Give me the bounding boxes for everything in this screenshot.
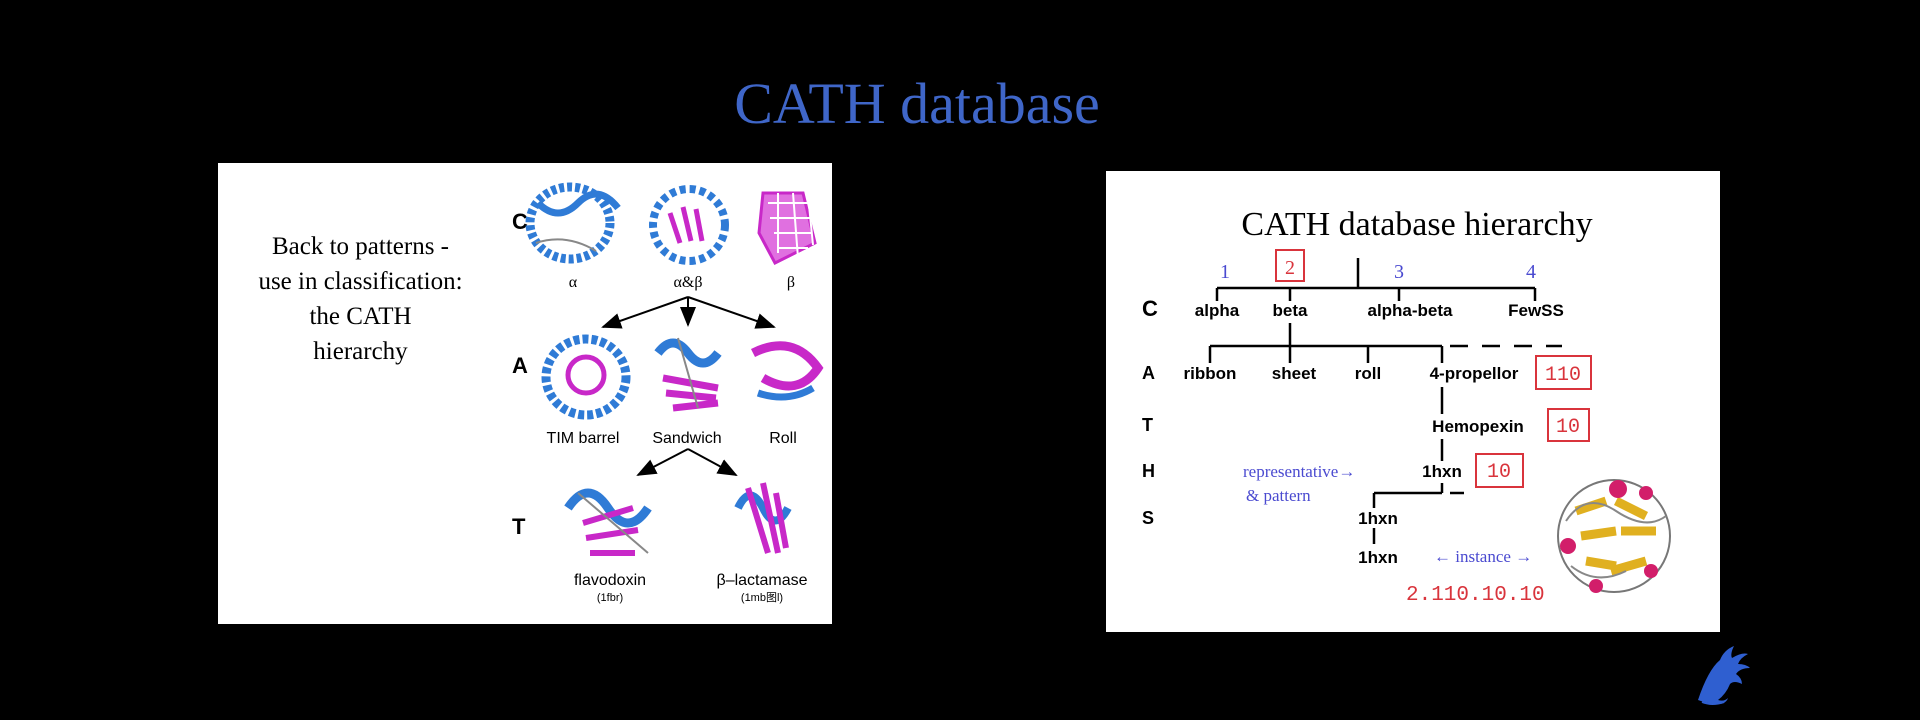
intro-text: Back to patterns - use in classification… <box>238 229 483 369</box>
class-label: α <box>569 274 578 291</box>
griffin-icon <box>1698 646 1750 705</box>
architecture-label: 4-propellor <box>1430 364 1519 383</box>
representative-note: representative→ <box>1243 462 1355 481</box>
topology-label: β–lactamase <box>716 572 807 589</box>
level-t-label: T <box>512 514 526 539</box>
architecture-code: 110 <box>1545 364 1581 387</box>
topology-code: 10 <box>1556 416 1580 439</box>
beta-lactamase-icon <box>734 482 792 554</box>
roll-icon <box>750 341 824 401</box>
class-label: β <box>787 274 795 291</box>
topology-code: (1fbr) <box>597 592 623 604</box>
architecture-label: TIM barrel <box>547 430 620 447</box>
class-label: FewSS <box>1508 301 1564 320</box>
protein-structure-icon <box>1557 479 1671 593</box>
representative-note: & pattern <box>1246 486 1311 505</box>
homology-label: 1hxn <box>1422 462 1462 481</box>
slide-title: CATH database <box>734 71 1100 136</box>
class-number: 3 <box>1394 261 1404 283</box>
architecture-bracket <box>1208 323 1562 363</box>
architecture-label: Sandwich <box>652 430 721 447</box>
intro-line: hierarchy <box>313 338 408 365</box>
architecture-label: roll <box>1355 364 1381 383</box>
level-t-label: T <box>1142 415 1153 435</box>
class-bracket <box>1215 258 1537 301</box>
sequence-label: 1hxn <box>1358 509 1398 528</box>
class-number: 1 <box>1220 261 1230 283</box>
cath-hierarchy-panel: CATH database hierarchy C A T H S 1 2 3 … <box>1106 171 1720 632</box>
tree-arrow <box>636 448 689 476</box>
architecture-label: ribbon <box>1184 364 1237 383</box>
class-label: α&β <box>674 274 703 291</box>
topology-label: flavodoxin <box>574 572 646 589</box>
alpha-protein-icon <box>525 182 621 264</box>
cath-code: 2.110.10.10 <box>1406 584 1545 607</box>
tim-barrel-icon <box>541 334 631 420</box>
class-label: alpha-beta <box>1367 301 1453 320</box>
sandwich-icon <box>654 337 722 412</box>
beta-protein-icon <box>757 191 817 265</box>
sequence-label: 1hxn <box>1358 548 1398 567</box>
cath-structure-panel: Back to patterns - use in classification… <box>218 163 832 624</box>
sequence-bracket <box>1372 483 1464 544</box>
architecture-label: Roll <box>769 430 797 447</box>
level-c-label: C <box>512 209 528 234</box>
class-number: 4 <box>1526 261 1536 283</box>
level-s-label: S <box>1142 508 1154 528</box>
hierarchy-title: CATH database hierarchy <box>1241 206 1592 243</box>
class-label: alpha <box>1195 301 1240 320</box>
topology-code-box <box>1547 408 1590 442</box>
instance-note: ← instance → <box>1434 547 1532 566</box>
architecture-label: sheet <box>1272 364 1317 383</box>
level-h-label: H <box>1142 461 1155 481</box>
tree-arrow <box>687 296 776 329</box>
alpha-beta-protein-icon <box>649 185 729 265</box>
architecture-code-box <box>1535 355 1592 390</box>
intro-line: use in classification: <box>258 268 463 295</box>
level-c-label: C <box>1142 296 1158 321</box>
topology-code: (1mb图l) <box>741 591 783 604</box>
class-number-selected: 2 <box>1285 257 1295 279</box>
hierarchy-diagram: CATH database hierarchy C A T H S 1 2 3 … <box>1142 206 1671 607</box>
structure-tree: C A T α α&β β <box>512 182 824 604</box>
flavodoxin-icon <box>564 488 652 556</box>
selected-class-box <box>1275 249 1305 282</box>
level-a-label: A <box>512 353 528 378</box>
tree-arrow <box>687 448 738 476</box>
intro-line: the CATH <box>309 303 412 330</box>
homology-code: 10 <box>1487 461 1511 484</box>
class-label: beta <box>1273 301 1309 320</box>
intro-line: Back to patterns - <box>271 233 450 260</box>
topology-label: Hemopexin <box>1432 417 1524 436</box>
homology-code-box <box>1475 453 1524 488</box>
tree-arrow <box>601 296 689 329</box>
level-a-label: A <box>1142 363 1155 383</box>
